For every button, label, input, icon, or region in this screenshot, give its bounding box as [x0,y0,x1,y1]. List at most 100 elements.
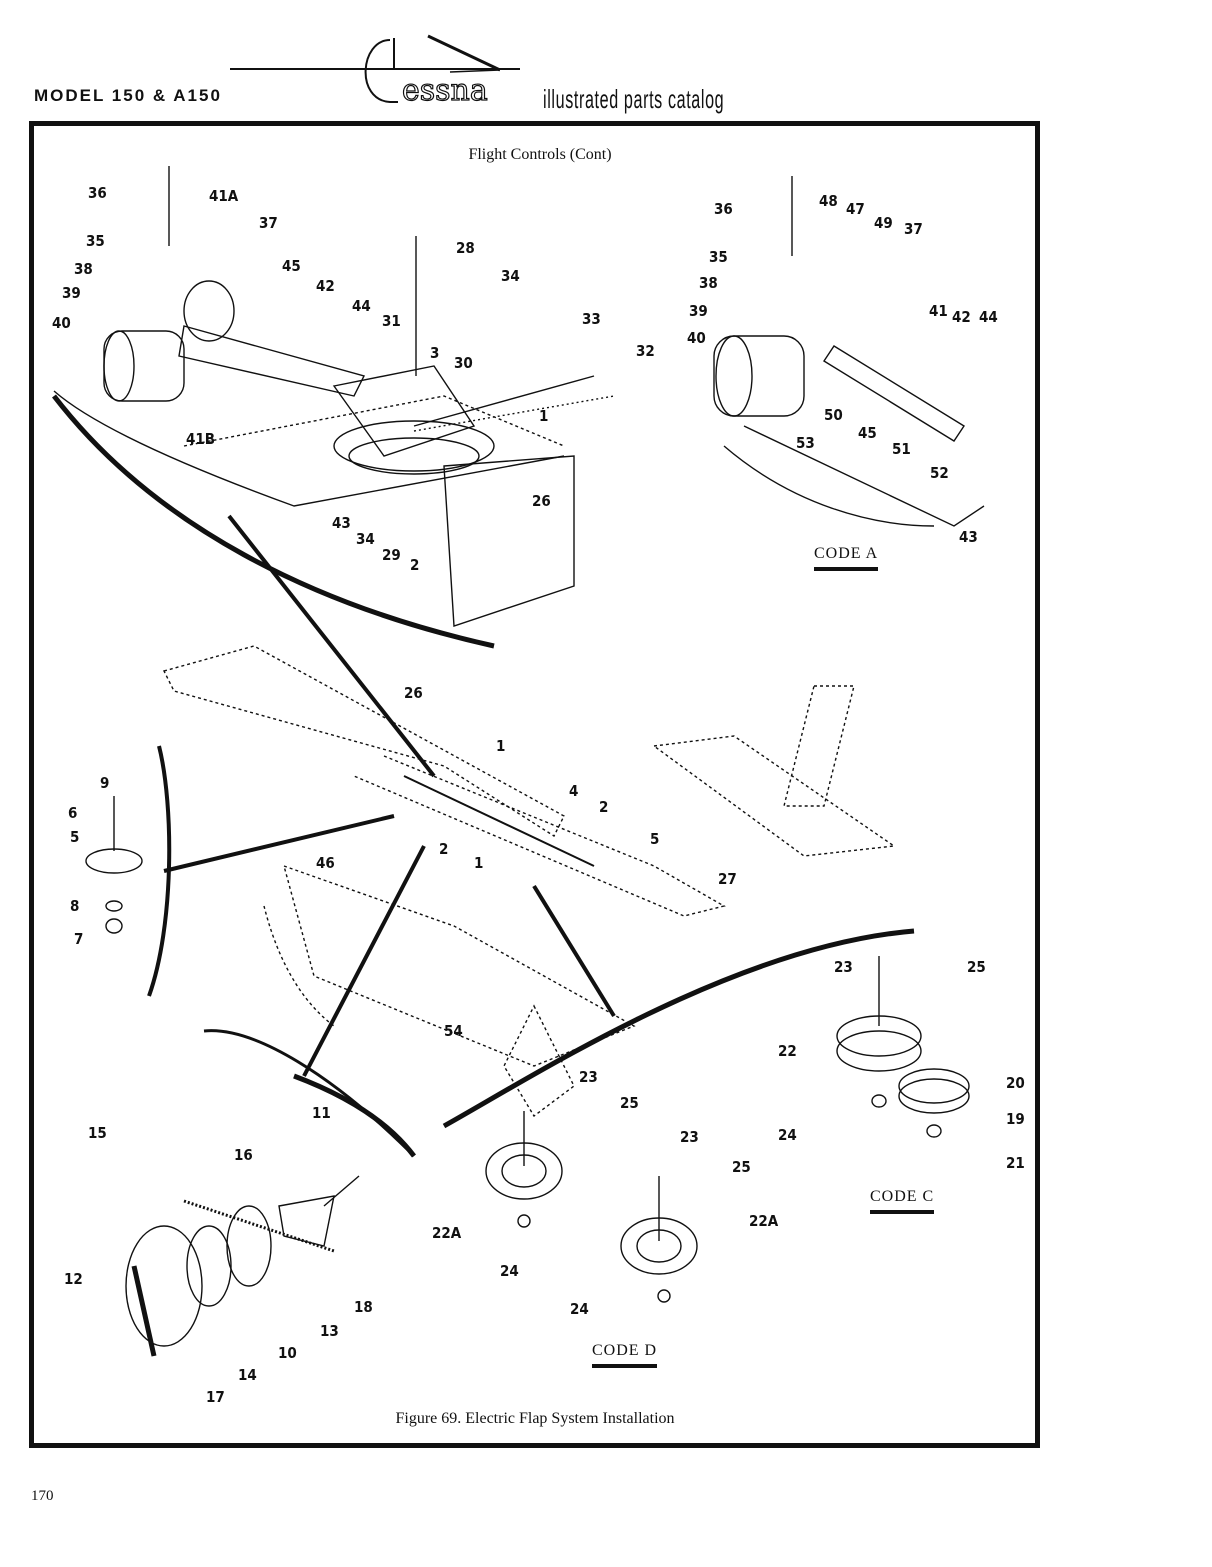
callout: 2 [439,840,448,858]
catalog-title: illustrated parts catalog [543,84,725,114]
figure-caption: Figure 69. Electric Flap System Installa… [395,1410,675,1427]
callout: 1 [474,854,483,872]
callout: 23 [579,1068,598,1086]
code-a-actuator [823,345,965,442]
callout: 41B [186,430,215,448]
callout: 42 [952,308,971,326]
callout: 39 [62,284,81,302]
callout: 33 [582,310,601,328]
callout: 12 [64,1270,83,1288]
callout: 38 [74,260,93,278]
callout: 46 [316,854,335,872]
callout: 41A [209,187,239,205]
exploded-diagram: 36 41A 37 35 38 39 40 45 42 28 34 44 31 … [52,166,1025,1406]
callout: 30 [454,354,473,372]
code-c-label: CODE C [870,1188,934,1214]
callout: 13 [320,1322,339,1340]
flap-motor [103,330,185,402]
callout: 3 [430,344,439,362]
callout: 22A [432,1224,462,1242]
callout: 36 [714,200,733,218]
upper-left-panel-outline [53,390,565,507]
callout: 25 [732,1158,751,1176]
callout: 5 [650,830,659,848]
callout: 25 [620,1094,639,1112]
header-rule [230,68,520,70]
callout: 11 [312,1104,331,1122]
callout: 40 [687,329,706,347]
callout: 34 [356,530,375,548]
callout: 8 [70,897,79,915]
callout: 31 [382,312,401,330]
callout: 44 [352,297,371,315]
small-pulley [85,848,143,874]
callout: 35 [86,232,105,250]
svg-text:essna: essna [402,73,488,108]
callout: 7 [74,930,83,948]
callout: 22A [749,1212,779,1230]
code-a-label: CODE A [814,545,878,571]
callout: 14 [238,1366,257,1384]
callout: 43 [959,528,978,546]
callout: 34 [501,267,520,285]
figure-frame [29,121,1040,1448]
cable-arm [413,375,595,427]
callout: 40 [52,314,71,332]
callout: 21 [1006,1154,1025,1172]
callout: 49 [874,214,893,232]
callout: 24 [500,1262,519,1280]
callout: 2 [599,798,608,816]
callout: 6 [68,804,77,822]
callout: 29 [382,546,401,564]
callout: 5 [70,828,79,846]
actuator-tube [178,325,366,397]
wing-structure-curve [52,394,495,649]
callout: 22 [778,1042,797,1060]
callout: 52 [930,464,949,482]
callout: 17 [206,1388,225,1406]
airplane-wing-outline [162,645,565,838]
callout: 25 [967,958,986,976]
code-d-label: CODE D [592,1342,657,1368]
callout: 26 [404,684,423,702]
flap-cable-run [403,775,595,867]
callout: 50 [824,406,843,424]
callout: 1 [539,407,548,425]
callout: 2 [410,556,419,574]
callout: 23 [834,958,853,976]
callout: 16 [234,1146,253,1164]
callout: 53 [796,434,815,452]
callout: 1 [496,737,505,755]
callout: 23 [680,1128,699,1146]
model-title: MODEL 150 & A150 [34,86,222,105]
callout: 35 [709,248,728,266]
callout: 38 [699,274,718,292]
callout: 26 [532,492,551,510]
callout: 20 [1006,1074,1025,1092]
callout: 15 [88,1124,107,1142]
callout: 19 [1006,1110,1025,1128]
airplane-tail [652,735,896,857]
section-title: Flight Controls (Cont) [468,146,612,163]
callout: 28 [456,239,475,257]
callout: 32 [636,342,655,360]
callout: 47 [846,200,865,218]
callout: 37 [259,214,278,232]
callout: 18 [354,1298,373,1316]
callout: 39 [689,302,708,320]
callout-labels: 36 41A 37 35 38 39 40 45 42 28 34 44 31 … [52,184,1025,1406]
callout: 4 [569,782,578,800]
callout: 36 [88,184,107,202]
callout: 37 [904,220,923,238]
callout: 45 [282,257,301,275]
callout: 27 [718,870,737,888]
callout: 10 [278,1344,297,1362]
cable-guard-drum [125,1225,203,1347]
callout: 24 [570,1300,589,1318]
callout: 43 [332,514,351,532]
bellcrank-plate [332,365,476,457]
code-a-motor [713,335,805,417]
code-c-pulley-small [898,1068,970,1104]
callout: 24 [778,1126,797,1144]
page-number: 170 [31,1488,54,1504]
